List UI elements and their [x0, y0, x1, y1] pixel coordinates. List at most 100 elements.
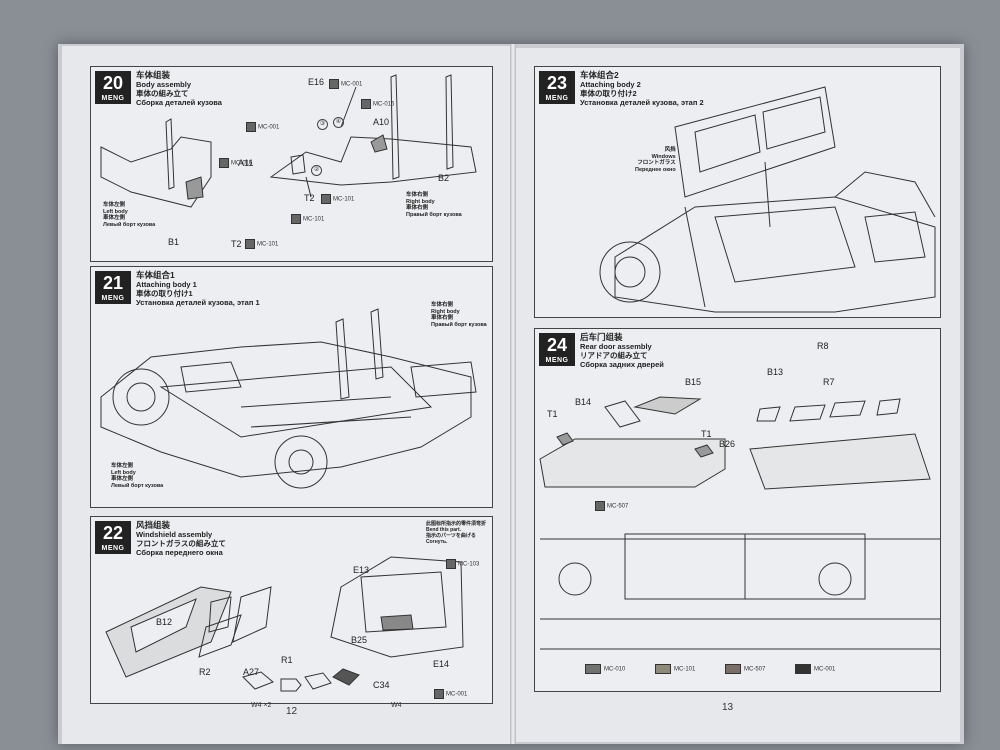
label-ru: Левый борт кузова: [103, 221, 156, 228]
label-ja: 車体右側: [431, 315, 454, 321]
part-b14: B14: [575, 397, 592, 407]
paint-swatch-icon: [434, 689, 444, 699]
part-b2: B2: [438, 173, 450, 183]
paint-swatch-icon: [219, 158, 229, 168]
label-ja: フロントガラス: [637, 160, 676, 166]
color-code: MC-507: [607, 503, 629, 510]
legend-swatch: [585, 664, 601, 674]
label-zh: 车体左侧: [111, 463, 134, 469]
part-b13: B13: [767, 367, 784, 377]
label-en: Right body: [406, 198, 435, 205]
title-en: Body assembly: [136, 80, 192, 89]
label-ru: Правый борт кузова: [406, 211, 462, 218]
label-zh: 风挡: [664, 147, 676, 153]
step-23-panel: 23 MENG 车体组合2 Attaching body 2 車体の取り付け2 …: [534, 66, 941, 318]
color-callout-mc001: MC-001: [329, 79, 362, 89]
title-zh: 车体组合1: [136, 270, 175, 280]
part-r7: R7: [823, 377, 835, 387]
step-22-panel: 22 MENG 风挡组装 Windshield assembly フロントガラス…: [90, 516, 493, 709]
paint-swatch-icon: [595, 501, 605, 511]
right-body-label: 车体右侧 Right body 車体右側 Правый борт кузова: [431, 302, 487, 328]
legend-label: MC-101: [674, 666, 696, 673]
title-ru: Сборка переднего окна: [136, 548, 223, 557]
part-t1-right: T1: [701, 429, 712, 439]
legend-item: MC-507: [725, 664, 765, 674]
step-number-badge: 24 MENG: [539, 333, 575, 366]
title-ru: Сборка деталей кузова: [136, 98, 222, 107]
note-en: Bend this part.: [426, 527, 462, 533]
title-ru: Сборка задних дверей: [580, 360, 664, 369]
windshield-drawing: [105, 556, 464, 692]
part-b12: B12: [156, 617, 173, 627]
brand-logo: MENG: [545, 357, 569, 364]
title-ja: 車体の取り付け1: [136, 289, 193, 298]
windows-label: 风挡 Windows フロントガラス Переднее окно: [635, 147, 676, 173]
step-circle-4: ④: [333, 117, 344, 128]
part-e16: E16: [308, 77, 325, 87]
label-ru: Переднее окно: [635, 166, 676, 173]
color-callout-mc001: MC-001: [246, 122, 279, 132]
color-callout-mc016: MC-016: [361, 99, 394, 109]
part-r8: R8: [817, 341, 829, 351]
color-code: MC-001: [258, 124, 280, 131]
label-en: Right body: [431, 308, 460, 315]
legend-label: MC-507: [744, 666, 766, 673]
label-en: Left body: [103, 208, 128, 215]
color-code: MC-001: [341, 81, 363, 88]
page-number-left: 12: [286, 706, 298, 717]
step-number: 23: [546, 73, 568, 93]
color-code: MC-016: [231, 160, 253, 167]
bend-note: 此图标所指示的零件须弯折 Bend this part. 指示のパーツを曲げる …: [426, 521, 486, 545]
paint-swatch-icon: [245, 239, 255, 249]
color-code: MC-103: [458, 561, 480, 568]
body-assembly-drawing: [100, 74, 477, 208]
note-ru: Согнуть.: [426, 539, 448, 545]
step-titles: 风挡组装 Windshield assembly フロントガラスの組み立て Сб…: [136, 521, 226, 558]
legend-label: MC-010: [604, 666, 626, 673]
chassis-drawing: [100, 308, 477, 489]
step-number: 20: [102, 73, 124, 93]
part-r2: R2: [199, 667, 211, 677]
color-callout-mc101: MC-101: [245, 239, 278, 249]
right-page: 23 MENG 车体组合2 Attaching body 2 車体の取り付け2 …: [514, 48, 960, 742]
title-en: Attaching body 2: [580, 80, 641, 89]
vehicle-windshield-drawing: [599, 86, 936, 313]
booklet-spine: [510, 44, 516, 744]
title-zh: 车体组装: [136, 70, 171, 80]
water-count: W4: [391, 702, 402, 709]
title-en: Attaching body 1: [136, 280, 197, 289]
note-zh: 此图标所指示的零件须弯折: [426, 521, 487, 527]
legend-swatch: [725, 664, 741, 674]
color-callout-mc103: MC-103: [446, 559, 479, 569]
part-b1: B1: [168, 237, 180, 247]
part-e13: E13: [353, 565, 370, 575]
water-count: W4 ×2: [251, 702, 272, 709]
part-e14: E14: [433, 659, 450, 669]
color-callout-mc101: MC-101: [291, 214, 324, 224]
brand-logo: MENG: [101, 545, 125, 552]
part-a11: A11: [238, 158, 254, 168]
legend-item: MC-001: [795, 664, 835, 674]
paint-swatch-icon: [329, 79, 339, 89]
label-ja: 車体左側: [103, 215, 126, 221]
step-number-badge: 22 MENG: [95, 521, 131, 554]
left-page: 20 MENG 车体组装 Body assembly 車体の組み立て Сборк…: [62, 46, 512, 744]
step-number-badge: 21 MENG: [95, 271, 131, 304]
title-ja: リアドアの組み立て: [580, 351, 648, 360]
label-ja: 車体左側: [111, 476, 134, 482]
part-a27: A27: [243, 667, 260, 677]
left-body-label: 车体左侧 Left body 車体左側 Левый борт кузова: [103, 202, 155, 228]
title-ja: 車体の取り付け2: [580, 89, 637, 98]
color-code: MC-001: [446, 691, 468, 698]
legend-item: MC-101: [655, 664, 695, 674]
legend-swatch: [655, 664, 671, 674]
step-number: 21: [102, 273, 124, 293]
part-r1: R1: [281, 655, 293, 665]
part-b26: B26: [719, 439, 736, 449]
step-number: 22: [102, 523, 124, 543]
step-titles: 车体组合2 Attaching body 2 車体の取り付け2 Установк…: [580, 71, 704, 108]
paint-swatch-icon: [446, 559, 456, 569]
part-c34: C34: [373, 680, 390, 690]
step-circle-2: ②: [311, 165, 322, 176]
step-number: 24: [546, 335, 568, 355]
